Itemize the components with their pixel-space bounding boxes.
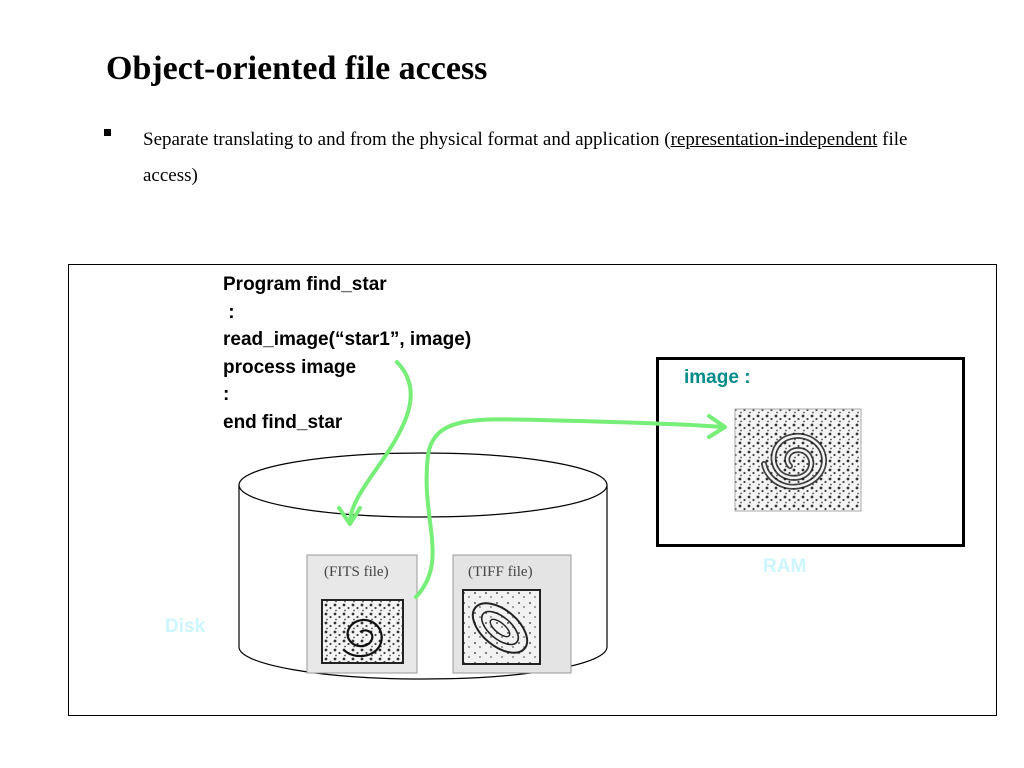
program-listing: Program find_star : read_image(“star1”, i… bbox=[223, 271, 471, 436]
bullet-text-before: Separate translating to and from the phy… bbox=[143, 129, 671, 150]
fits-format-label: (FITS file) bbox=[324, 564, 389, 580]
tiff-file-image: (TIFF file) bbox=[452, 554, 572, 674]
diagram-frame bbox=[68, 264, 997, 716]
program-line: : bbox=[223, 301, 235, 323]
galaxy-contour-icon bbox=[471, 602, 529, 654]
tiff-format-label: (TIFF file) bbox=[468, 564, 533, 580]
program-line: Program find_star bbox=[223, 274, 387, 295]
bullet-square-icon bbox=[104, 129, 111, 136]
translate-arrow bbox=[414, 414, 727, 599]
ram-box bbox=[656, 357, 965, 547]
program-line: end find_star bbox=[223, 411, 343, 433]
image-variable-label: image : bbox=[684, 367, 751, 388]
bullet-underlined-term: representation-independent bbox=[670, 129, 878, 150]
arrowhead-icon bbox=[337, 506, 362, 526]
bullet-point: Separate translating to and from the phy… bbox=[104, 122, 924, 194]
ram-caption: RAM bbox=[763, 556, 807, 577]
arrowhead-icon bbox=[707, 414, 727, 439]
bullet-text-after: file access) bbox=[143, 129, 908, 186]
bullet-text: Separate translating to and from the phy… bbox=[143, 122, 924, 194]
program-line: process image bbox=[223, 356, 357, 378]
fits-file-image: (FITS file) bbox=[306, 554, 418, 674]
ram-image bbox=[734, 408, 862, 512]
disk-caption: Disk bbox=[165, 616, 206, 637]
read-arrow bbox=[337, 360, 413, 526]
program-line: read_image(“star1”, image) bbox=[223, 329, 472, 350]
galaxy-spiral-icon bbox=[343, 618, 383, 658]
program-line: : bbox=[223, 384, 230, 405]
slide-title: Object-oriented file access bbox=[106, 50, 488, 87]
